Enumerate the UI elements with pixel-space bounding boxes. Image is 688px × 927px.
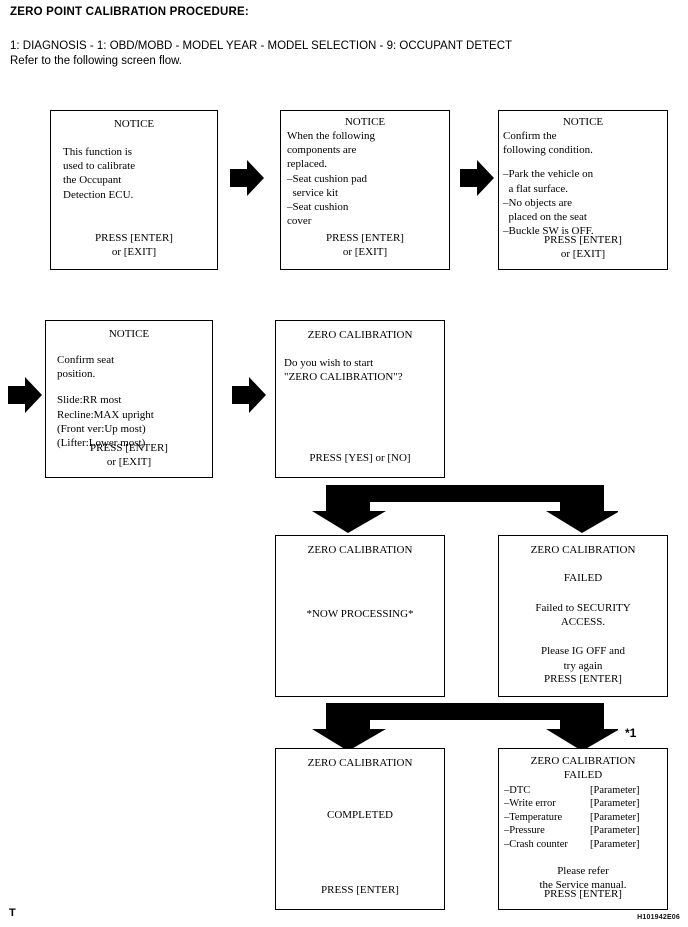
parameter-value: [Parameter] <box>590 825 640 837</box>
screen-footer: PRESS [YES] or [NO] <box>309 451 411 464</box>
screen-footer: PRESS [ENTER] or [EXIT] <box>90 441 168 468</box>
arrow-right-icon <box>460 158 494 198</box>
parameter-row: –DTC [Parameter] <box>504 784 667 797</box>
screen-notice-function: NOTICE This function is used to calibrat… <box>50 110 218 270</box>
screen-notice-components: NOTICE When the following components are… <box>280 110 450 270</box>
screen-title: ZERO CALIBRATION <box>307 329 413 341</box>
screen-body: Do you wish to start "ZERO CALIBRATION"? <box>284 357 403 384</box>
document-header: ZERO POINT CALIBRATION PROCEDURE: 1: DIA… <box>10 6 670 67</box>
arrow-right-icon <box>230 158 264 198</box>
screen-body-settings: Slide:RR most Recline:MAX upright (Front… <box>57 394 154 450</box>
parameter-name: –Temperature <box>504 811 563 823</box>
footnote-marker: *1 <box>625 726 637 740</box>
parameter-row: –Crash counter [Parameter] <box>504 838 667 851</box>
screen-title: ZERO CALIBRATION <box>530 755 636 767</box>
parameter-name: –DTC <box>504 785 531 796</box>
screen-zero-cal-completed: ZERO CALIBRATION COMPLETED PRESS [ENTER] <box>275 748 445 910</box>
screen-footer: PRESS [ENTER] or [EXIT] <box>544 233 622 260</box>
screen-title: NOTICE <box>108 328 150 340</box>
screen-zero-cal-processing: ZERO CALIBRATION *NOW PROCESSING* <box>275 535 445 697</box>
screen-title: ZERO CALIBRATION <box>307 757 413 769</box>
parameter-name: –Pressure <box>504 825 545 837</box>
parameter-value: [Parameter] <box>590 811 640 823</box>
screen-title: ZERO CALIBRATION <box>307 544 413 556</box>
screen-title: NOTICE <box>562 116 604 128</box>
document-reference: H101942E06 <box>637 914 680 921</box>
parameter-name: –Crash counter <box>504 838 568 850</box>
screen-body: Confirm seat position. <box>57 354 115 381</box>
screen-notice-seat-position: NOTICE Confirm seat position. Slide:RR m… <box>45 320 213 478</box>
parameter-value: [Parameter] <box>590 798 640 810</box>
screen-body: COMPLETED <box>327 809 393 821</box>
screen-body-advice: Please IG OFF and try again <box>540 645 626 672</box>
screen-body: When the following components are replac… <box>287 130 375 228</box>
screen-notice-condition: NOTICE Confirm the following condition. … <box>498 110 668 270</box>
screen-body: Confirm the following condition. <box>503 130 593 157</box>
screen-body-conditions: –Park the vehicle on a flat surface. –No… <box>503 168 594 238</box>
fork-arrow-down-icon <box>312 485 620 538</box>
corner-mark: T <box>9 907 16 919</box>
parameter-value: [Parameter] <box>590 785 640 796</box>
screen-footer: PRESS [ENTER] or [EXIT] <box>95 231 173 258</box>
parameter-name: –Write error <box>504 798 556 810</box>
screen-body: This function is used to calibrate the O… <box>63 146 136 201</box>
screen-zero-cal-failed-security: ZERO CALIBRATION FAILED Failed to SECURI… <box>498 535 668 697</box>
screen-footer: PRESS [ENTER] <box>321 883 399 896</box>
parameter-row: –Pressure [Parameter] <box>504 824 667 837</box>
screen-body: Failed to SECURITY ACCESS. <box>535 602 631 629</box>
screen-body-advice: Please refer the Service manual. <box>539 865 627 892</box>
screen-status: FAILED <box>563 769 603 781</box>
parameter-value: [Parameter] <box>590 838 640 850</box>
screen-title: ZERO CALIBRATION <box>530 544 636 556</box>
screen-status: FAILED <box>563 572 603 584</box>
refer-note: Refer to the following screen flow. <box>10 55 182 67</box>
screen-title: NOTICE <box>344 116 386 128</box>
screen-footer: PRESS [ENTER] or [EXIT] <box>326 231 404 258</box>
screen-body: *NOW PROCESSING* <box>306 608 414 620</box>
page-title: ZERO POINT CALIBRATION PROCEDURE: <box>10 6 249 18</box>
screen-zero-cal-start: ZERO CALIBRATION Do you wish to start "Z… <box>275 320 445 478</box>
screen-footer: PRESS [ENTER] <box>544 887 622 900</box>
parameter-list: –DTC[Parameter]–Write error[Parameter]–T… <box>504 784 667 851</box>
breadcrumb: 1: DIAGNOSIS - 1: OBD/MOBD - MODEL YEAR … <box>10 40 513 52</box>
screen-title: NOTICE <box>113 118 155 130</box>
arrow-right-icon <box>232 375 266 415</box>
parameter-row: –Write error [Parameter] <box>504 797 667 810</box>
parameter-row: –Temperature [Parameter] <box>504 811 667 824</box>
screen-zero-cal-failed-params: ZERO CALIBRATION FAILED –DTC[Parameter]–… <box>498 748 668 910</box>
arrow-right-icon <box>8 375 42 415</box>
screen-footer: PRESS [ENTER] <box>544 672 622 685</box>
fork-arrow-down-icon <box>312 703 620 756</box>
